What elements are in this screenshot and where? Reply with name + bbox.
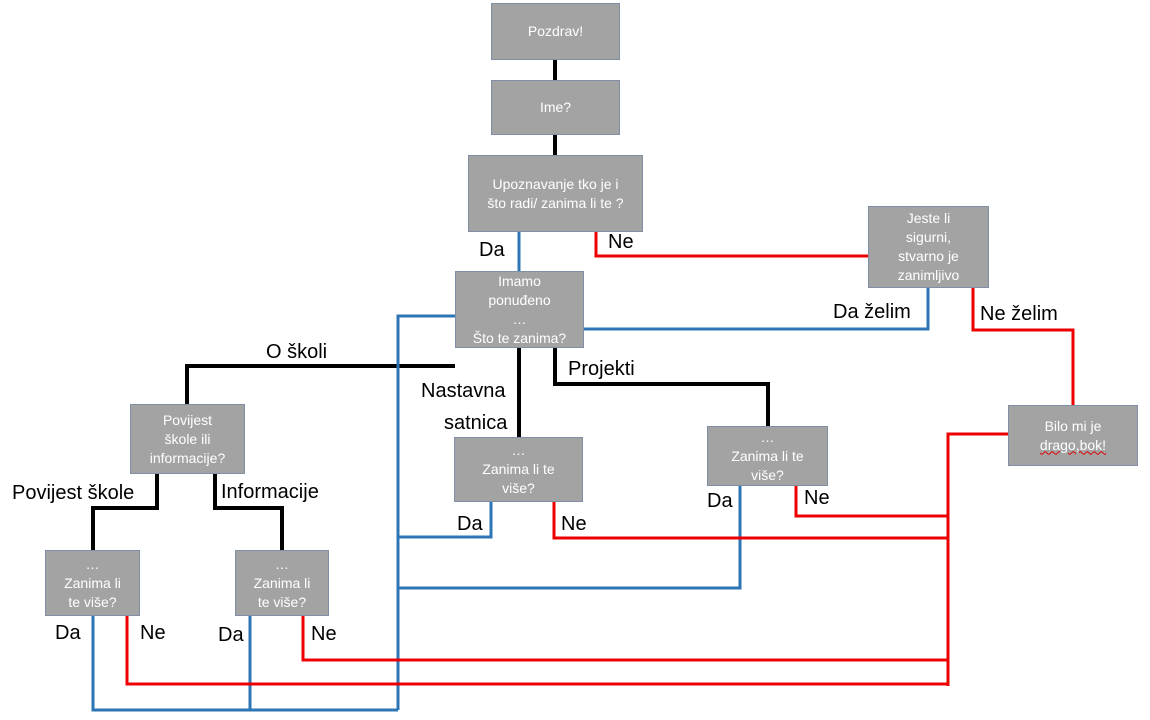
label-ne-left1: Ne <box>140 622 166 644</box>
label-ne-left2: Ne <box>311 623 337 645</box>
line-da-zelim <box>584 288 930 331</box>
line-ne-mid <box>552 502 948 540</box>
label-ne-top: Ne <box>608 231 634 253</box>
line-projekti <box>553 348 770 426</box>
label-da-right: Da <box>707 490 733 512</box>
line-povijest-skole <box>91 474 159 550</box>
line-blue-trunk <box>396 314 455 710</box>
node-imamo-ponudeno: Imamo ponuđeno … Što te zanima? <box>455 271 584 348</box>
line-ne-left1 <box>125 616 948 686</box>
line-da-left1 <box>91 616 398 712</box>
label-da-top: Da <box>479 239 505 261</box>
label-ne-right: Ne <box>804 487 830 509</box>
label-satnica: satnica <box>444 412 508 434</box>
label-ne-mid: Ne <box>561 513 587 535</box>
label-projekti: Projekti <box>568 358 635 380</box>
label-da-mid: Da <box>457 513 483 535</box>
line-o-skoli <box>185 364 455 404</box>
line-da-mid <box>398 502 493 539</box>
bilo-text: Bilo mi je <box>1044 417 1102 434</box>
line-red-trunk <box>946 432 1008 686</box>
node-zanima-projekti: … Zanima li te više? <box>707 426 828 486</box>
line-ne-right <box>794 486 948 518</box>
node-upoznavanje: Upoznavanje tko je i što radi/ zanima li… <box>468 155 643 232</box>
node-povijest-skole-ili-informacije: Povijest škole ili informacije? <box>130 404 245 474</box>
label-da-left1: Da <box>55 622 81 644</box>
line-da-right <box>398 486 742 590</box>
line-ne-left2 <box>301 616 948 662</box>
line-ne-top <box>594 232 868 258</box>
node-ime: Ime? <box>491 80 620 135</box>
node-zanima-informacije: … Zanima li te više? <box>235 550 329 616</box>
label-ne-zelim: Ne želim <box>980 303 1058 325</box>
label-povijest-skole: Povijest škole <box>12 482 135 504</box>
node-zanima-nastavna: … Zanima li te više? <box>454 437 583 502</box>
bilo-text-squiggle: drago,bok! <box>1039 436 1107 453</box>
line-ne-zelim <box>971 288 1075 405</box>
label-o-skoli: O školi <box>266 341 328 363</box>
label-da-left2: Da <box>218 624 244 646</box>
node-bilo-mi-je-drago: Bilo mi je drago,bok! <box>1008 405 1138 466</box>
node-pozdrav: Pozdrav! <box>491 3 620 60</box>
label-informacije: Informacije <box>221 481 319 503</box>
node-jeste-li-sigurni: Jeste li sigurni, stvarno je zanimljivo <box>868 206 989 288</box>
label-nastavna: Nastavna <box>421 380 506 402</box>
label-da-zelim: Da želim <box>833 301 911 323</box>
node-zanima-povijest: … Zanima li te više? <box>45 550 140 616</box>
line-informacije <box>213 474 284 550</box>
